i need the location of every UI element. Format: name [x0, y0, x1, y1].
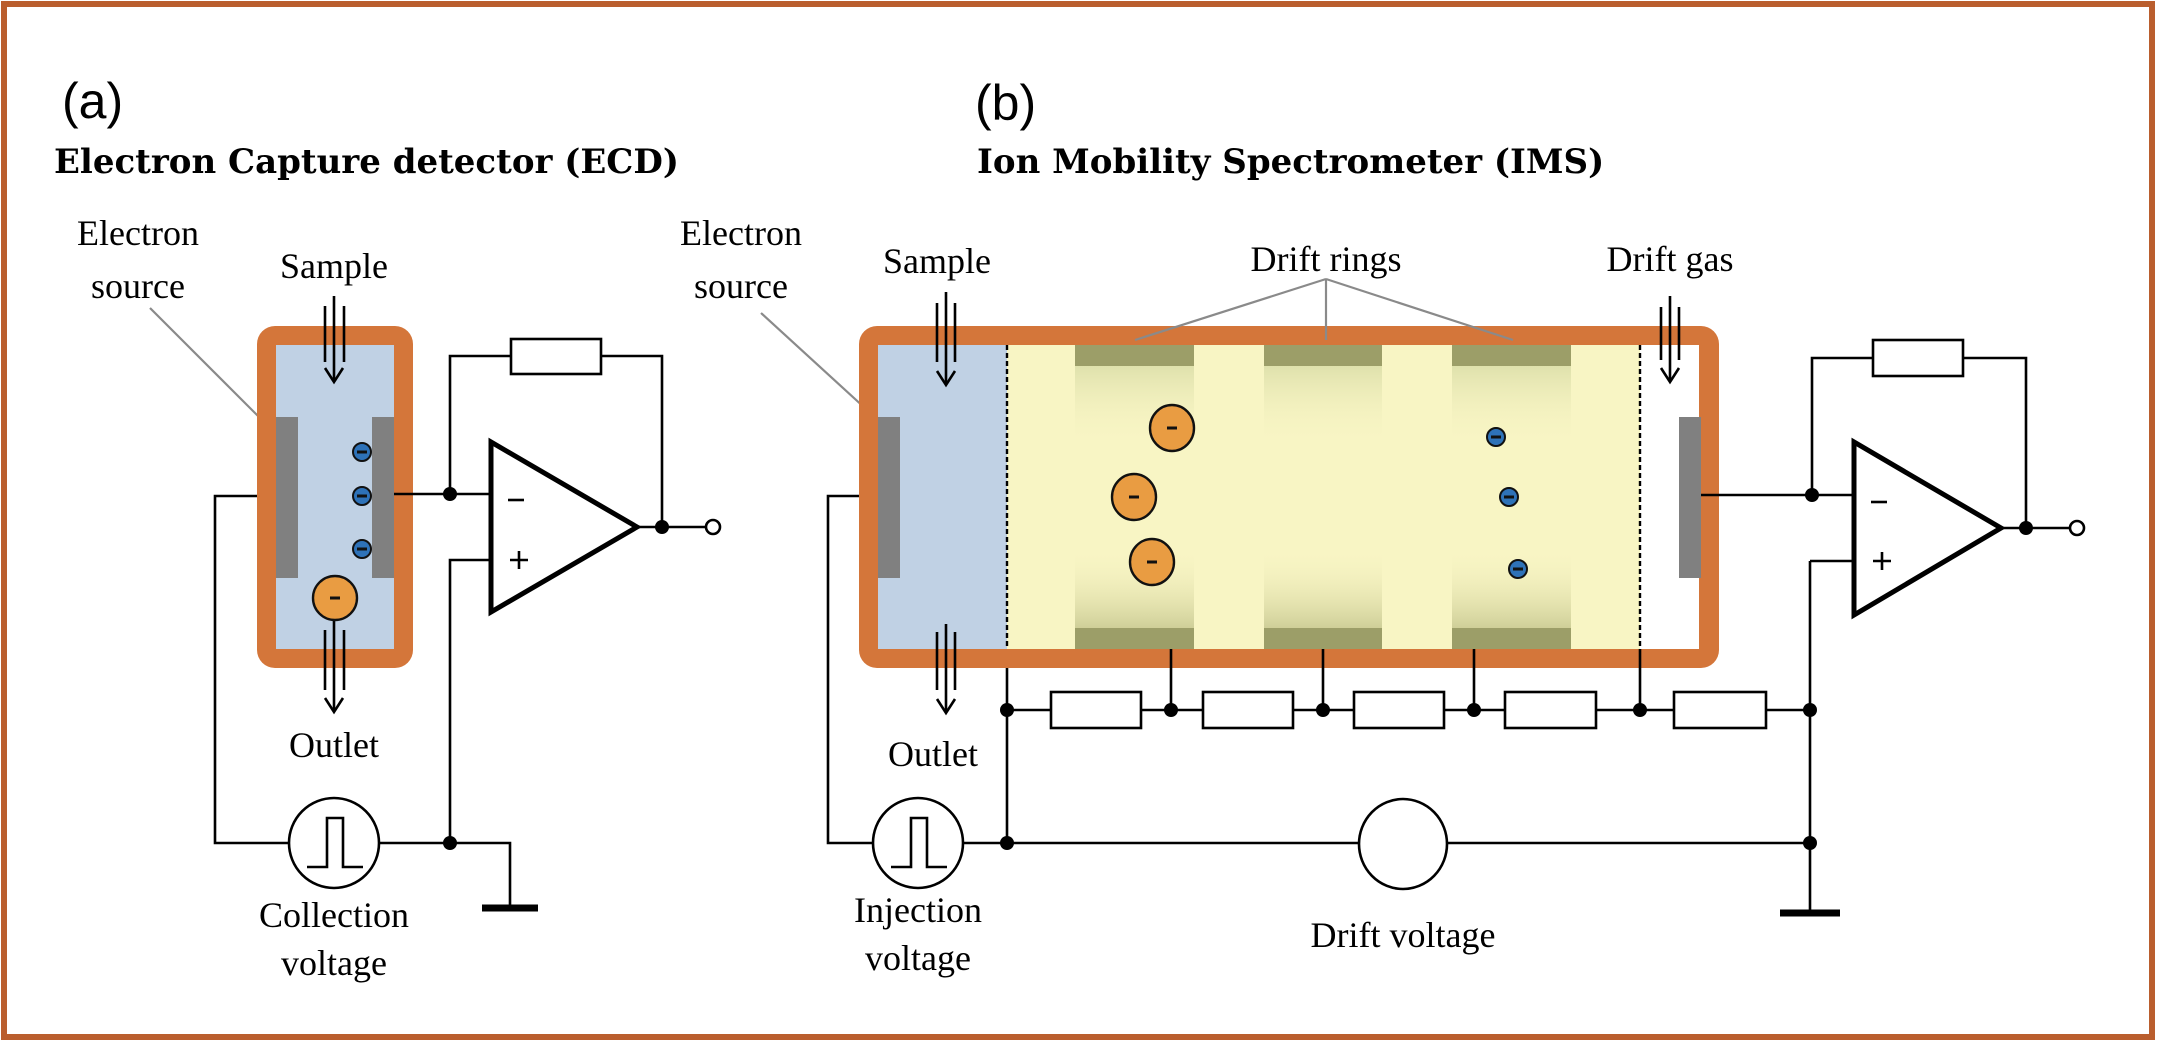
ecd-collection-voltage-source-icon — [287, 796, 381, 890]
ims-divider-resistor — [1201, 690, 1295, 730]
ims-injection-voltage-label-2: voltage — [865, 938, 971, 978]
ims-opamp-plus — [1873, 552, 1891, 570]
ims-drift-rings-label: Drift rings — [1251, 239, 1402, 279]
ims-divider-resistor — [1672, 690, 1768, 730]
panel-b: (b) Ion Mobility Spectrometer (IMS) Elec… — [680, 75, 2086, 978]
ims-node — [1633, 703, 1647, 717]
ims-sample-label: Sample — [883, 241, 991, 281]
ims-ion — [1128, 537, 1176, 587]
ims-divider-resistor — [1503, 690, 1598, 730]
ims-drift-rings-leader — [1134, 277, 1514, 342]
ims-electron-source-leader — [760, 312, 879, 421]
ims-collector-electrode — [1679, 417, 1701, 578]
ecd-electron — [352, 539, 372, 559]
ecd-node — [443, 487, 457, 501]
ims-electron — [1486, 427, 1506, 447]
ims-electron-source-label-2: source — [694, 266, 788, 306]
ecd-opamp — [488, 437, 642, 617]
ims-sample-arrow-icon — [935, 292, 957, 388]
ecd-collection-voltage-label-1: Collection — [259, 895, 409, 935]
ecd-left-wire — [213, 494, 289, 845]
ecd-collector-electrode — [372, 417, 394, 578]
ecd-sample-arrow-icon — [323, 296, 346, 385]
ecd-output-terminal — [704, 518, 722, 536]
ims-drift-voltage-source-icon — [1357, 797, 1449, 891]
ims-electron-source-label-1: Electron — [680, 213, 802, 253]
ims-left-wire — [826, 494, 878, 845]
ims-node — [1805, 488, 1819, 502]
ecd-ion — [311, 574, 359, 622]
ecd-electron — [352, 486, 372, 506]
ecd-electron-source-label-2: source — [91, 266, 185, 306]
ims-injection-voltage-label-1: Injection — [854, 890, 982, 930]
ims-outlet-label: Outlet — [888, 734, 978, 774]
ims-drift-ring — [1264, 345, 1382, 649]
ims-electron — [1499, 487, 1519, 507]
ims-injection-voltage-source-icon — [871, 796, 965, 890]
ims-output-terminal — [2068, 519, 2086, 537]
ecd-electron-source-electrode — [276, 417, 298, 578]
panel-a-letter: (a) — [62, 73, 123, 129]
ims-node — [1000, 836, 1014, 850]
ecd-collection-voltage-label-2: voltage — [281, 943, 387, 983]
panel-a-title: Electron Capture detector (ECD) — [54, 142, 679, 182]
ecd-node — [443, 836, 457, 850]
ims-node — [1467, 703, 1481, 717]
ecd-plus-input-wire — [448, 558, 491, 843]
ims-ion — [1110, 472, 1158, 522]
ecd-outlet-arrow-icon — [323, 620, 346, 715]
ecd-electron — [352, 442, 372, 462]
ims-drift-gas-arrow-icon — [1659, 296, 1681, 385]
ims-divider-resistor — [1049, 690, 1143, 730]
ims-drift-voltage-label: Drift voltage — [1311, 915, 1496, 955]
ims-feedback-resistor — [1871, 338, 1965, 378]
ims-opamp — [1851, 437, 2006, 620]
ecd-electron-source-leader — [149, 307, 271, 429]
ims-divider-resistor — [1352, 690, 1446, 730]
ecd-feedback-resistor — [509, 337, 603, 376]
ims-node — [1000, 703, 1014, 717]
ims-node — [1164, 703, 1178, 717]
ecd-ground-wire — [379, 841, 512, 907]
ims-electron-source-electrode — [878, 417, 900, 578]
ims-ion — [1148, 403, 1196, 453]
ims-node — [2019, 521, 2033, 535]
ecd-opamp-plus — [510, 551, 528, 569]
ims-drift-ring — [1452, 345, 1571, 649]
ims-node — [1316, 703, 1330, 717]
ecd-electron-source-label-1: Electron — [77, 213, 199, 253]
ims-electron — [1508, 559, 1528, 579]
ims-node — [1803, 836, 1817, 850]
ecd-outlet-label: Outlet — [289, 725, 379, 765]
ims-node — [1803, 703, 1817, 717]
panel-b-letter: (b) — [975, 75, 1036, 131]
panel-b-title: Ion Mobility Spectrometer (IMS) — [977, 142, 1604, 182]
ecd-sample-label: Sample — [280, 246, 388, 286]
ims-drift-gas-label: Drift gas — [1607, 239, 1734, 279]
ecd-node — [655, 520, 669, 534]
ims-outlet-arrow-icon — [935, 624, 957, 716]
panel-a: (a) Electron Capture detector (ECD) Elec… — [54, 73, 722, 983]
